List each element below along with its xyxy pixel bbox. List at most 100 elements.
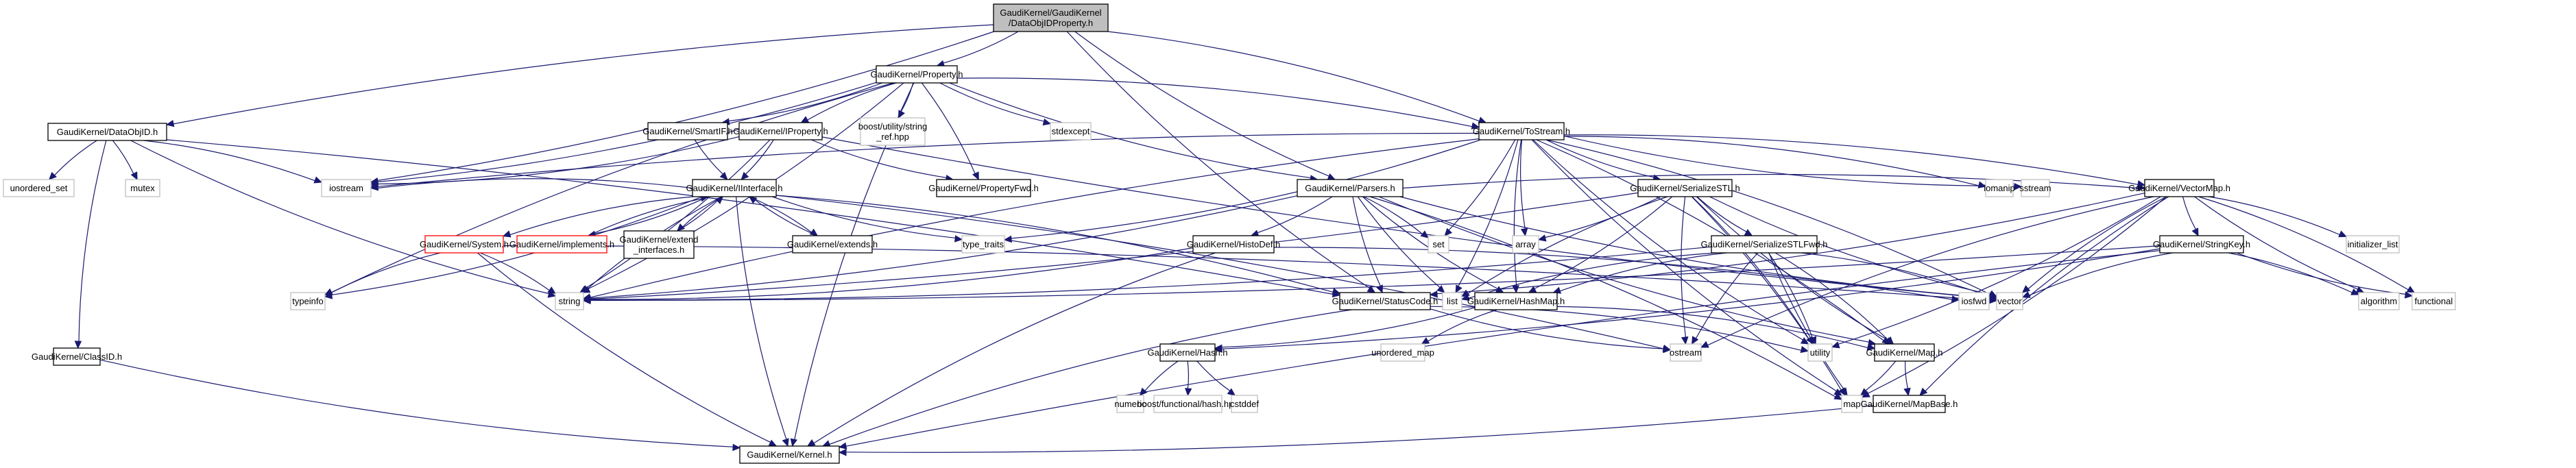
node-serializestl[interactable]: GaudiKernel/SerializeSTL.h [1630, 179, 1740, 197]
node-extend_if[interactable]: GaudiKernel/extend_interfaces.h [620, 230, 699, 259]
edge-tostream-to-type_traits [1003, 139, 1481, 243]
edge-stringkey-to-algorithm [2228, 252, 2360, 295]
edge-property-to-stdexcept [939, 82, 1052, 126]
node-serializestlfwd[interactable]: GaudiKernel/SerializeSTLFwd.h [1701, 235, 1828, 254]
edge-line [1066, 31, 1370, 289]
node-smartif[interactable]: GaudiKernel/SmartIF.h [642, 122, 733, 140]
node-root[interactable]: GaudiKernel/GaudiKernel/DataObjIDPropert… [993, 3, 1109, 32]
node-propertyfwd[interactable]: GaudiKernel/PropertyFwd.h [928, 179, 1039, 197]
node-implements[interactable]: GaudiKernel/implements.h [509, 235, 614, 254]
edge-line [1696, 196, 1747, 232]
node-label: GaudiKernel/implements.h [509, 239, 614, 249]
edge-tostream-to-set [1444, 139, 1516, 236]
node-label: unordered_map [1371, 347, 1434, 358]
edge-line [1801, 252, 1990, 297]
node-kernel[interactable]: GaudiKernel/Kernel.h [739, 445, 840, 464]
arrowhead-icon [782, 438, 789, 447]
edge-serializestlfwd-to-vector [1801, 252, 1998, 299]
edge-line [1430, 308, 1664, 349]
edge-line [1273, 247, 1953, 300]
arrowhead-icon [1520, 227, 1528, 237]
edge-line [921, 82, 976, 174]
edge-line [1838, 196, 2161, 345]
arrowhead-icon [2406, 286, 2416, 293]
arrowhead-icon [1139, 387, 1148, 396]
edge-statuscode-to-kernel [821, 309, 1352, 447]
node-dataobjid[interactable]: GaudiKernel/DataObjID.h [47, 123, 167, 141]
edge-line [479, 252, 550, 291]
edge-line [1709, 196, 1990, 295]
node-map_h[interactable]: GaudiKernel/Map.h [1866, 343, 1943, 362]
node-property[interactable]: GaudiKernel/Property.h [871, 65, 963, 84]
edge-dataobjid-to-classid [74, 140, 107, 349]
arrowhead-icon [800, 116, 810, 123]
edge-line [78, 140, 107, 342]
node-label: GaudiKernel/HistoDef.h [1187, 239, 1281, 249]
edge-line [1905, 360, 1908, 389]
node-box [2144, 179, 2215, 197]
arrowhead-icon [1868, 338, 1877, 347]
node-box [516, 235, 607, 254]
node-hashmap[interactable]: GaudiKernel/HashMap.h [1467, 292, 1565, 310]
edge-vectormap-to-stringkey [2182, 196, 2199, 237]
edge-root-to-statuscode [1066, 31, 1376, 293]
arrowhead-icon [1919, 387, 1928, 396]
node-label: GaudiKernel/StatusCode.h [1332, 296, 1439, 306]
edge-line [590, 195, 1298, 299]
node-label: GaudiKernel/DataObjID.h [57, 127, 158, 137]
edge-line [54, 140, 97, 176]
arrowhead-icon [74, 341, 82, 349]
edge-line [143, 140, 315, 182]
node-box [738, 122, 823, 140]
node-box [2159, 235, 2244, 254]
edge-line [585, 139, 771, 289]
node-statuscode[interactable]: GaudiKernel/StatusCode.h [1332, 292, 1439, 310]
node-label: GaudiKernel/IProperty.h [733, 126, 828, 136]
node-stringkey[interactable]: GaudiKernel/StringKey.h [2153, 235, 2250, 254]
edge-line [1221, 248, 2160, 349]
node-label: iomanip [1984, 183, 2015, 193]
edge-line [112, 140, 134, 174]
edge-parsers-to-map [1369, 196, 1843, 400]
node-system[interactable]: GaudiKernel/System.h [420, 235, 509, 254]
node-tostream[interactable]: GaudiKernel/ToStream.h [1473, 122, 1570, 140]
node-vectormap[interactable]: GaudiKernel/VectorMap.h [2128, 179, 2230, 197]
arrowhead-icon [1421, 337, 1430, 345]
arrowhead-icon [2021, 291, 2031, 298]
node-histodef[interactable]: GaudiKernel/HistoDef.h [1187, 235, 1281, 254]
arrowhead-icon [1455, 284, 1462, 294]
edge-line [509, 196, 693, 236]
edge-line [736, 196, 787, 440]
node-iinterface[interactable]: GaudiKernel/IInterface.h [686, 179, 783, 197]
edge-tostream-to-iostream [370, 132, 1480, 190]
edge-line [377, 82, 877, 182]
node-iproperty[interactable]: GaudiKernel/IProperty.h [733, 122, 828, 140]
node-box [1985, 179, 2014, 197]
node-box [1807, 343, 1833, 362]
node-algorithm: algorithm [2358, 292, 2400, 310]
node-box [1958, 292, 1990, 310]
edge-line [677, 200, 718, 232]
arrowhead-icon [1903, 387, 1911, 397]
edge-system-to-vector [503, 245, 1998, 304]
edge-line [1257, 196, 1333, 234]
node-numeric: numeric [1114, 395, 1146, 413]
node-parsers[interactable]: GaudiKernel/Parsers.h [1297, 179, 1404, 197]
edge-line [1692, 196, 1809, 339]
edge-line [807, 82, 897, 121]
node-box [623, 230, 695, 259]
node-label: mutex [130, 183, 155, 193]
arrowhead-icon [1833, 393, 1843, 400]
node-label: type_traits [963, 239, 1004, 249]
node-extends[interactable]: GaudiKernel/extends.h [787, 235, 878, 254]
node-classid[interactable]: GaudiKernel/ClassID.h [32, 347, 122, 366]
node-hash[interactable]: GaudiKernel/Hash.h [1147, 343, 1228, 362]
edge-vectormap-to-utility [1831, 196, 2161, 349]
edge-stringkey-to-functional [2236, 252, 2414, 299]
edge-line [813, 252, 1216, 444]
edge-tostream-to-serializestl [1545, 139, 1661, 182]
node-mapbase[interactable]: GaudiKernel/MapBase.h [1861, 395, 1958, 413]
arrowhead-icon [130, 171, 138, 181]
nodes-layer: GaudiKernel/GaudiKernel/DataObjIDPropert… [3, 3, 2456, 464]
edge-line [1448, 139, 1516, 231]
